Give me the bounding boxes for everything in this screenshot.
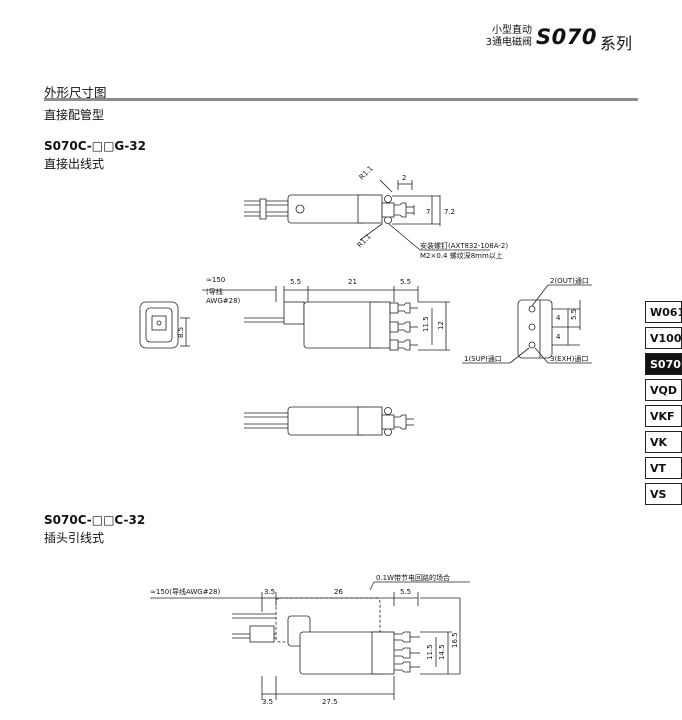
header-desc-line1: 小型直动: [492, 25, 532, 36]
dim-5-5-side: 5.5: [570, 309, 578, 320]
tab-vk[interactable]: VK: [645, 431, 682, 453]
section-subtitle: 直接配管型: [44, 108, 105, 122]
end-view-right: [462, 284, 592, 364]
tab-vqd[interactable]: VQD: [645, 379, 682, 401]
dim-lead-1: (导线: [206, 287, 223, 296]
port-sup: 1(SUP)通口: [464, 354, 502, 363]
dim-5-5-right: 5.5: [400, 278, 411, 286]
section-title: 外形尺寸图: [44, 85, 107, 100]
model1-desc: 直接出线式: [44, 157, 105, 171]
drawing-direct-lead: R1.1 2 7 7.2 R1.1 安装螺钉(AXT832-108A-2) M2…: [139, 164, 592, 436]
dim-7-2: 7.2: [444, 208, 455, 216]
port-out: 2(OUT)通口: [550, 276, 589, 285]
tab-vkf[interactable]: VKF: [645, 405, 682, 427]
dim-11-5: 11.5: [422, 316, 430, 332]
dim-150: ≈150: [206, 276, 225, 284]
dim2-5-5: 5.5: [400, 588, 411, 596]
port-exh: 3(EXH)通口: [550, 354, 588, 363]
screw-note-1: 安装螺钉(AXT832-108A-2): [420, 241, 508, 250]
dim-7: 7: [426, 208, 430, 216]
tab-vs[interactable]: VS: [645, 483, 682, 505]
model1-code: S070C-□□G-32: [44, 139, 146, 153]
bottom-view: [244, 406, 414, 436]
header-desc-line2: 3通电磁阀: [485, 37, 532, 48]
top-view: [244, 179, 490, 251]
tab-s070[interactable]: S070: [645, 353, 682, 375]
front-view: [202, 286, 450, 351]
dim-12: 12: [437, 321, 445, 330]
dim2-26: 26: [334, 588, 343, 596]
dim-2: 2: [402, 174, 406, 182]
circuit-note: 0.1W带节电回路的场合: [376, 573, 450, 582]
dim-21: 21: [348, 278, 357, 286]
tab-vt[interactable]: VT: [645, 457, 682, 479]
dim2-3-5-top: 3.5: [264, 588, 275, 596]
tab-w061[interactable]: W061: [645, 301, 682, 323]
dim2-27-5: 27.5: [322, 698, 338, 706]
screw-note-2: M2×0.4 螺纹深8mm以上: [420, 251, 503, 260]
section-divider: [44, 98, 638, 101]
drawing-plug-lead: ≈150(导线AWG#28) 0.1W带节电回路的场合 3.5 26 5.5 1…: [150, 573, 470, 706]
header-model: S070: [536, 25, 597, 49]
dim-lead-2: AWG#28): [206, 297, 241, 305]
lead-note: ≈150(导线AWG#28): [150, 587, 220, 596]
dim-8-5: 8.5: [177, 327, 185, 338]
dim-r1-lower: R1.1: [356, 232, 373, 249]
dim-5-5-left: 5.5: [290, 278, 301, 286]
tab-v100[interactable]: V100: [645, 327, 682, 349]
dim-4-lower: 4: [556, 333, 561, 341]
dim2-14-5: 14.5: [438, 644, 446, 660]
dim-4-upper: 4: [556, 314, 561, 322]
dim2-11-5: 11.5: [426, 644, 434, 660]
dim-r1: R1.1: [358, 164, 375, 181]
model2-desc: 插头引线式: [44, 531, 105, 545]
end-view-left: [139, 301, 190, 349]
dim2-16-5: 16.5: [451, 632, 459, 648]
dim2-3-5-bottom: 3.5: [262, 698, 273, 706]
model2-code: S070C-□□C-32: [44, 513, 146, 527]
header-series: 系列: [600, 34, 633, 53]
